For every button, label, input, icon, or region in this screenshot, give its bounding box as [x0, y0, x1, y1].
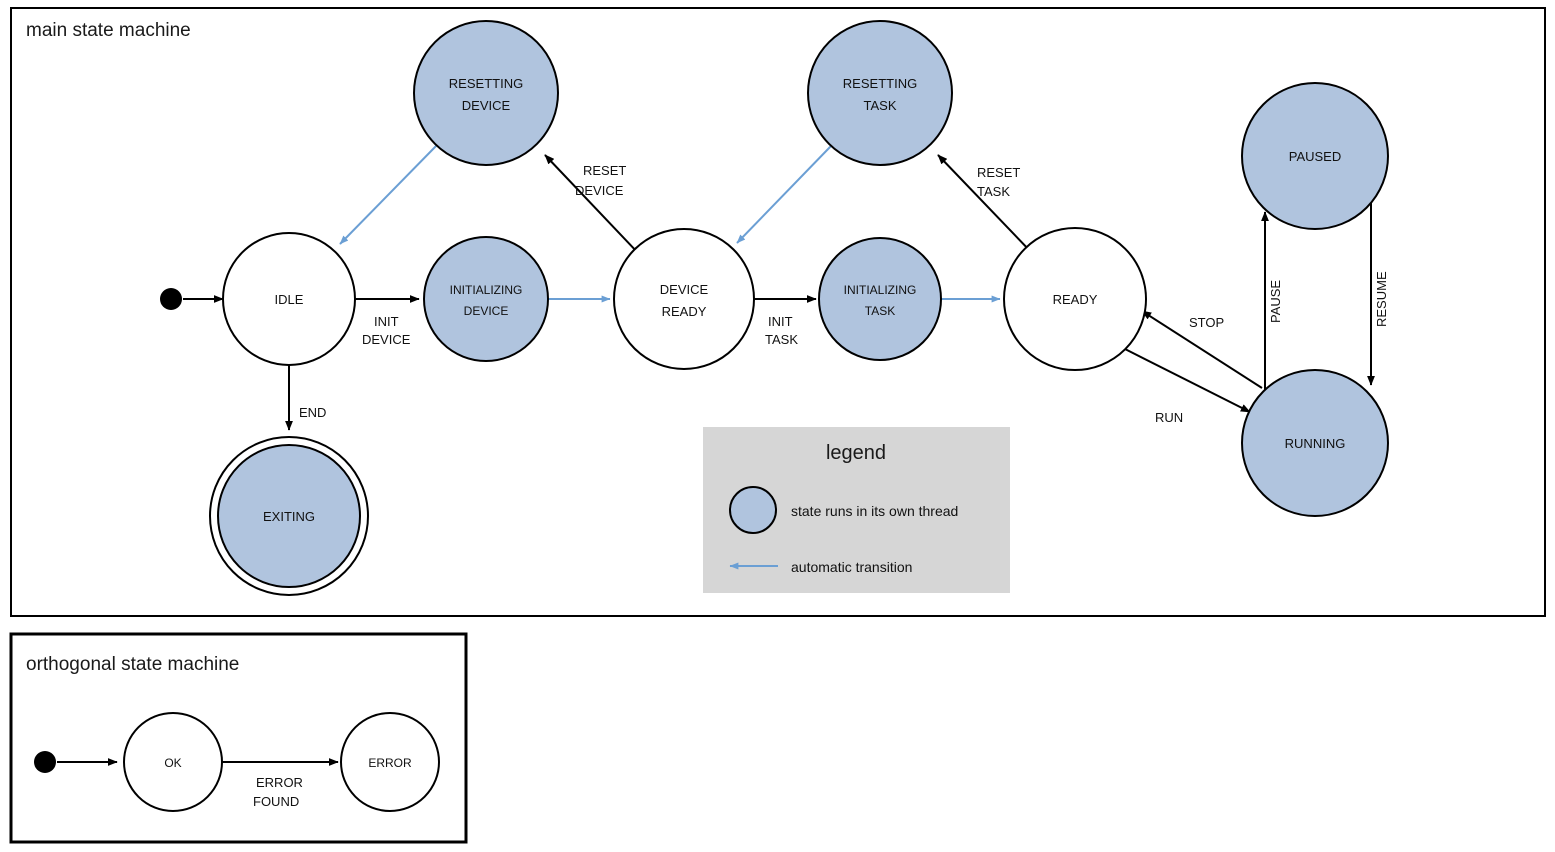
state-paused-label: PAUSED [1289, 149, 1342, 164]
state-resetting-task-label-1: RESETTING [843, 76, 917, 91]
state-ok[interactable]: OK [123, 712, 223, 812]
legend-item-thread-label: state runs in its own thread [791, 503, 958, 519]
state-resetting-task[interactable]: RESETTING TASK [807, 20, 953, 166]
transition-init-task-label-1: INIT [768, 314, 793, 329]
state-initializing-device-label-2: DEVICE [464, 304, 509, 318]
transition-init-task: INIT TASK [754, 295, 817, 347]
transition-reset-device-label-2: DEVICE [575, 183, 624, 198]
transition-run: RUN [1124, 348, 1251, 425]
transition-end: END [285, 364, 326, 431]
legend-title: legend [826, 442, 886, 464]
transition-error-found-label-2: FOUND [253, 794, 299, 809]
state-device-ready-label-1: DEVICE [660, 282, 709, 297]
state-error-label: ERROR [368, 756, 412, 770]
state-ready-label: READY [1053, 292, 1098, 307]
state-resetting-device[interactable]: RESETTING DEVICE [413, 20, 559, 166]
state-initializing-task-label-2: TASK [865, 304, 895, 318]
state-initializing-device[interactable]: INITIALIZING DEVICE [423, 236, 549, 362]
transition-error-found: ERROR FOUND [222, 758, 339, 809]
legend-item-thread: state runs in its own thread [729, 486, 958, 534]
state-paused[interactable]: PAUSED [1241, 82, 1389, 230]
initial-state-dot [160, 288, 182, 310]
legend-panel: legend state runs in its own thread auto… [703, 427, 1010, 593]
state-initializing-task[interactable]: INITIALIZING TASK [818, 237, 942, 361]
transition-reset-task-label-2: TASK [977, 184, 1010, 199]
orthogonal-frame-title: orthogonal state machine [26, 654, 239, 675]
transition-init-device-label-2: DEVICE [362, 332, 411, 347]
transition-auto-reset-task [736, 145, 832, 244]
transition-reset-task: RESET TASK [937, 154, 1033, 254]
orthogonal-initial-state-dot [34, 751, 56, 773]
legend-thread-circle-icon [729, 486, 777, 534]
transition-resume: RESUME [1367, 203, 1389, 386]
state-ok-label: OK [164, 756, 181, 770]
state-exiting-label: EXITING [263, 509, 315, 524]
state-running[interactable]: RUNNING [1241, 369, 1389, 517]
state-initializing-task-label-1: INITIALIZING [844, 283, 917, 297]
legend-item-auto-label: automatic transition [791, 559, 912, 575]
state-initializing-device-label-1: INITIALIZING [450, 283, 523, 297]
transition-error-found-label-1: ERROR [256, 775, 303, 790]
state-resetting-device-label-1: RESETTING [449, 76, 523, 91]
legend-item-auto: automatic transition [729, 559, 912, 575]
transition-stop: STOP [1141, 310, 1263, 389]
orthogonal-state-machine-frame: orthogonal state machine ERROR FOUND OK … [9, 632, 468, 844]
transition-reset-task-label-1: RESET [977, 165, 1020, 180]
transition-auto-reset-device [339, 143, 439, 245]
main-frame-title: main state machine [26, 20, 191, 41]
main-states: IDLE RESETTING DEVICE INITIALIZING DEVIC… [160, 20, 1389, 596]
state-running-label: RUNNING [1285, 436, 1346, 451]
transition-init-device: INIT DEVICE [355, 295, 420, 347]
state-device-ready[interactable]: DEVICE READY [613, 228, 755, 370]
transition-pause-label: PAUSE [1268, 280, 1283, 323]
state-resetting-device-label-2: DEVICE [462, 98, 511, 113]
transition-run-label: RUN [1155, 410, 1183, 425]
state-ready[interactable]: READY [1003, 227, 1147, 371]
transition-end-label: END [299, 405, 326, 420]
transition-stop-label: STOP [1189, 315, 1224, 330]
transition-resume-label: RESUME [1374, 271, 1389, 327]
main-transitions: INIT DEVICE END RESET DEVICE INIT TASK [183, 143, 1389, 431]
transition-pause: PAUSE [1261, 211, 1283, 404]
final-state-inner-circle [217, 444, 361, 588]
state-error[interactable]: ERROR [340, 712, 440, 812]
state-idle-label: IDLE [275, 292, 304, 307]
transition-reset-device-label-1: RESET [583, 163, 626, 178]
transition-init-device-label-1: INIT [374, 314, 399, 329]
state-device-ready-label-2: READY [662, 304, 707, 319]
state-idle[interactable]: IDLE [222, 232, 356, 366]
orthogonal-transitions: ERROR FOUND [57, 758, 339, 809]
transition-init-task-label-2: TASK [765, 332, 798, 347]
state-resetting-task-label-2: TASK [864, 98, 897, 113]
transition-reset-device: RESET DEVICE [544, 154, 640, 255]
orthogonal-states: OK ERROR [34, 712, 440, 812]
state-exiting[interactable]: EXITING [209, 436, 369, 596]
